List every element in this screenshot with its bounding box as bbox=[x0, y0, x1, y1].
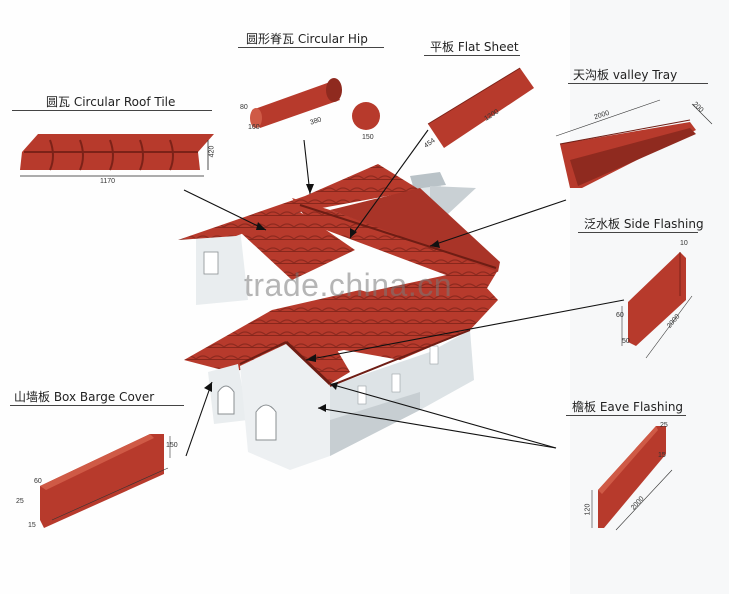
dim-hip-b: 160 bbox=[248, 124, 260, 131]
label-flat-sheet: 平板 Flat Sheet bbox=[430, 40, 519, 54]
arched-window-left bbox=[217, 385, 235, 415]
label-circular-roof-tile: 圆瓦 Circular Roof Tile bbox=[46, 95, 176, 109]
dim-eave-a: 15 bbox=[658, 452, 666, 459]
box-barge-cover-product bbox=[40, 434, 164, 528]
underline-valley-tray bbox=[568, 83, 708, 84]
arched-window-gable bbox=[255, 404, 277, 441]
dim-roof-tile-height: 420 bbox=[208, 145, 216, 158]
pointer-arrowheads bbox=[204, 184, 440, 412]
label-eave-flashing: 檐板 Eave Flashing bbox=[572, 400, 684, 414]
house-illustration bbox=[178, 164, 500, 470]
underline-eave-flashing bbox=[566, 415, 686, 416]
dim-hip-a: 80 bbox=[240, 104, 248, 111]
dim-side-top: 10 bbox=[680, 240, 688, 247]
dim-barge-height: 150 bbox=[166, 442, 178, 449]
underline-side-flashing bbox=[578, 232, 698, 233]
watermark: trade.china.cn bbox=[244, 267, 453, 303]
dim-hip-diameter: 150 bbox=[362, 134, 374, 141]
valley-tray-product bbox=[559, 119, 696, 188]
dim-barge-left: 25 bbox=[16, 498, 24, 505]
label-valley-tray: 天沟板 valley Tray bbox=[573, 68, 678, 82]
eave-line bbox=[329, 329, 471, 387]
right-roof bbox=[330, 270, 498, 360]
dim-eave-top: 25 bbox=[660, 422, 668, 429]
main-roof-mid bbox=[240, 212, 355, 280]
circular-roof-tile-product bbox=[20, 134, 214, 177]
underline-flat-sheet bbox=[424, 55, 520, 56]
label-box-barge-cover: 山墙板 Box Barge Cover bbox=[14, 390, 155, 404]
flat-sheet-product bbox=[427, 67, 534, 148]
side-flashing-product bbox=[628, 252, 686, 346]
circular-hip-product bbox=[250, 78, 380, 130]
back-wall bbox=[196, 228, 248, 305]
hip-ridge-roof bbox=[292, 198, 498, 290]
pointer-lines bbox=[183, 129, 625, 457]
dim-eave-height: 120 bbox=[584, 503, 592, 516]
hip-cross-section bbox=[352, 102, 380, 130]
dim-barge-bottom: 15 bbox=[28, 522, 36, 529]
underline-circular-hip bbox=[238, 47, 384, 48]
dim-side-a: 60 bbox=[616, 312, 624, 319]
dim-side-b: 50 bbox=[622, 338, 630, 345]
eave-flashing-product bbox=[598, 426, 666, 528]
label-side-flashing: 泛水板 Side Flashing bbox=[584, 217, 704, 231]
dim-barge-top: 60 bbox=[34, 478, 42, 485]
dim-roof-tile-width: 1170 bbox=[100, 178, 116, 185]
underline-box-barge-cover bbox=[10, 405, 184, 406]
label-circular-hip: 圆形脊瓦 Circular Hip bbox=[246, 32, 368, 46]
underline-circular-roof-tile bbox=[12, 110, 212, 111]
dimension-lines bbox=[51, 99, 713, 531]
